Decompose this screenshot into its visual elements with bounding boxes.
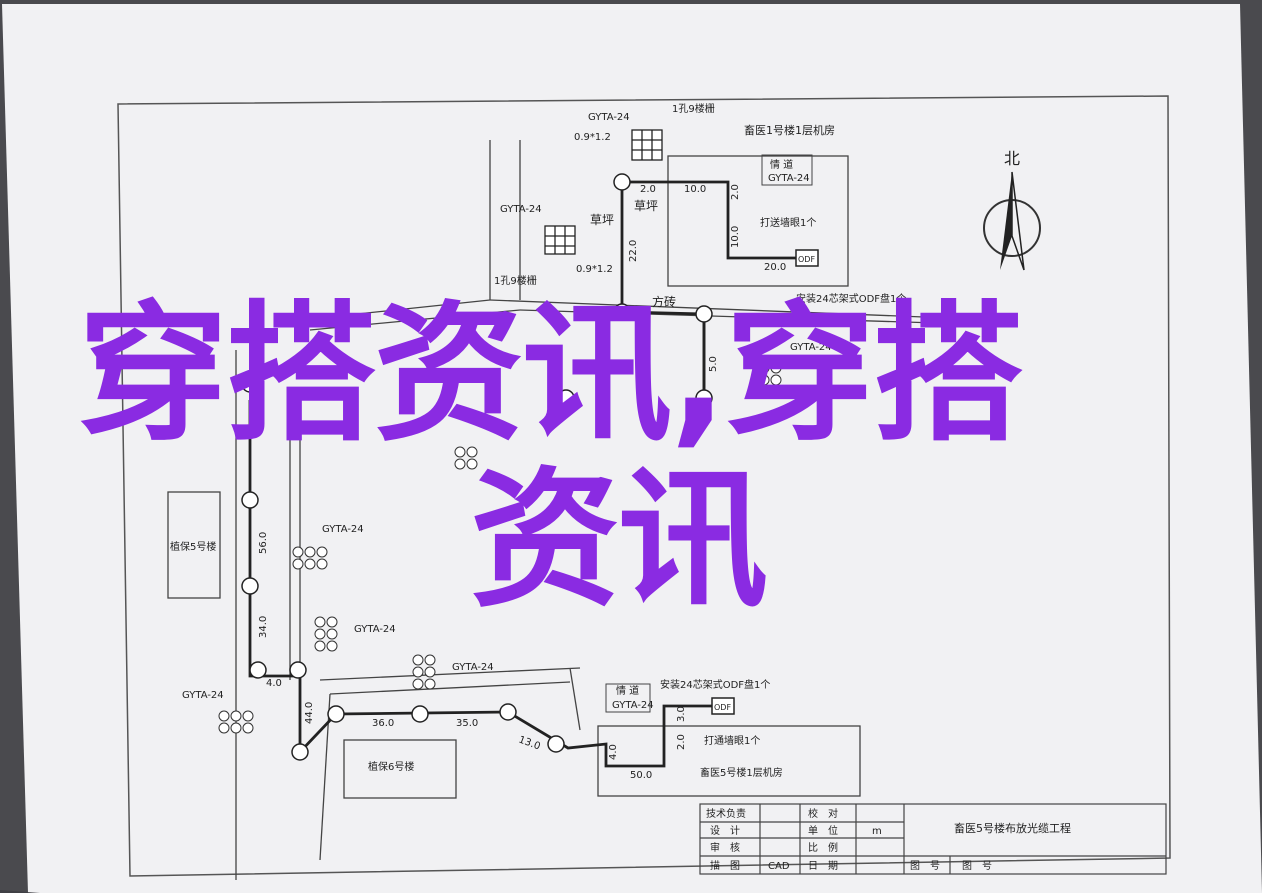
bldg-left	[167, 491, 221, 599]
dist-2b: 2.0	[676, 734, 687, 750]
watermark-line-1: 穿搭资讯,穿搭	[78, 288, 1023, 462]
table-r4c1: 描 图	[710, 859, 740, 872]
table-r1c2: 校 对	[808, 807, 838, 820]
bldg-right-label: 畜医5号楼1层机房	[700, 766, 783, 779]
gyta-label-5: GYTA-24	[322, 524, 364, 535]
dist-34: 34.0	[258, 616, 269, 638]
dagua-label: 打送墙眼1个	[760, 216, 816, 229]
table-fig-no2: 图 号	[962, 860, 992, 872]
dist-2: 2.0	[730, 184, 741, 200]
drawing-frame	[117, 95, 1171, 877]
north-label: 北	[1004, 149, 1020, 168]
size-label-2: 0.9*1.2	[576, 264, 613, 275]
gyta-label-1: GYTA-24	[588, 112, 630, 123]
gyta-label-7: GYTA-24	[452, 662, 494, 673]
bldg-room-top	[667, 155, 849, 287]
odf-top-label: 安装24芯架式ODF盘1个	[796, 292, 906, 305]
dist-10v: 10.0	[730, 226, 741, 248]
paper-sheet	[2, 4, 1262, 893]
dist-10: 10.0	[684, 184, 706, 195]
dist-3: 3.0	[676, 706, 687, 722]
table-r4c1v: CAD	[768, 861, 790, 872]
dist-50: 50.0	[630, 770, 652, 781]
table-project: 畜医5号楼布放光缆工程	[954, 821, 1071, 835]
dagua2-label: 打通墙眼1个	[704, 734, 760, 747]
bldg-right-bottom	[597, 725, 861, 797]
dist-5: 5.0	[708, 356, 719, 372]
gyta-label-8: GYTA-24	[182, 690, 224, 701]
table-fig-no: 图 号	[910, 860, 940, 872]
table-r2c2: 单 位	[808, 824, 838, 837]
odf-box-label-1: ODF	[798, 255, 815, 264]
table-r3c1: 审 核	[710, 841, 740, 854]
dist-20b: 20.0	[764, 262, 786, 273]
dist-44: 44.0	[304, 702, 315, 724]
bldg-bottom	[343, 739, 457, 799]
watermark-line-2: 资讯	[470, 454, 768, 628]
gyta-label-6: GYTA-24	[354, 624, 396, 635]
size-label-1: 0.9*1.2	[574, 132, 611, 143]
odf-box-label-2: ODF	[714, 703, 731, 712]
grass-label-2: 草坪	[634, 199, 658, 213]
gyta-label-3: GYTA-24	[768, 173, 810, 184]
bldg-bottom-label: 植保6号楼	[368, 760, 414, 773]
odf-bottom-label: 安装24芯架式ODF盘1个	[660, 678, 770, 691]
table-r2c3: m	[872, 826, 882, 837]
gyta-label-4: GYTA-24	[790, 342, 832, 353]
jingdao-label: 情 道	[770, 158, 793, 171]
size-label-3: 0.9*1.2	[738, 318, 775, 329]
dist-22: 22.0	[628, 240, 639, 262]
table-r1c1: 技术负责	[706, 807, 746, 820]
table-r2c1: 设 计	[710, 824, 740, 837]
dist-4b: 4.0	[608, 744, 619, 760]
jingdao-label-2: 情 道	[616, 684, 639, 697]
brick-label: 方砖	[652, 294, 676, 309]
well-label-1: 1孔9楼栅	[672, 102, 715, 115]
gyta-label-2: GYTA-24	[500, 204, 542, 215]
north-arrow-icon	[983, 171, 1041, 271]
gyta-label-9: GYTA-24	[612, 700, 654, 711]
dist-35: 35.0	[456, 718, 478, 729]
dist-36: 36.0	[372, 718, 394, 729]
dist-56: 56.0	[258, 532, 269, 554]
table-r3c2: 比 例	[808, 841, 838, 854]
table-r4c2: 日 期	[808, 860, 838, 872]
bldg-left-label: 植保5号楼	[170, 540, 216, 553]
title-top: 畜医1号楼1层机房	[744, 123, 835, 137]
title-block	[699, 803, 1167, 875]
well-label-2: 1孔9楼栅	[494, 274, 537, 287]
dist-4: 4.0	[266, 678, 282, 689]
dist-20: 2.0	[640, 184, 656, 195]
grass-label: 草坪	[590, 213, 614, 227]
